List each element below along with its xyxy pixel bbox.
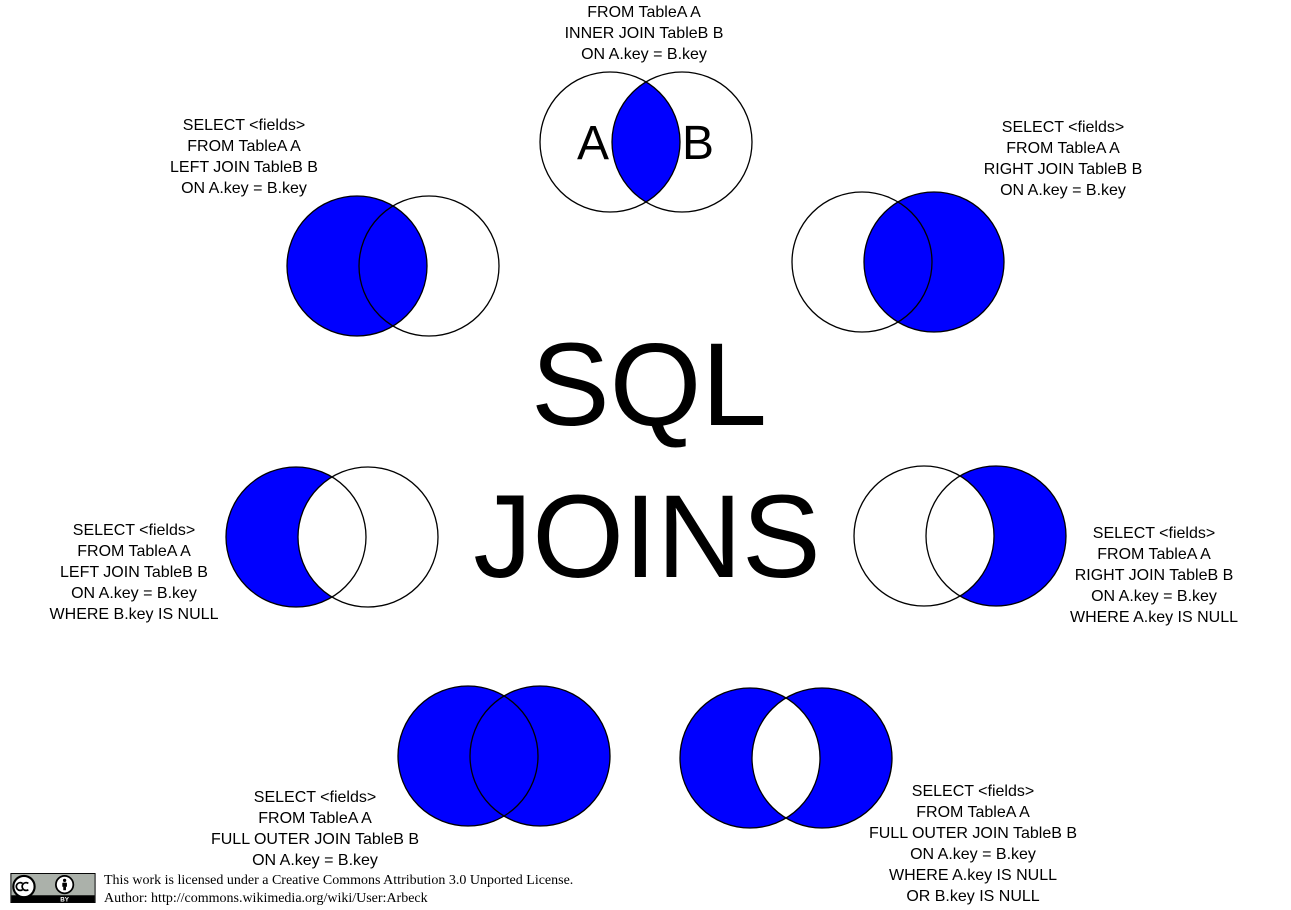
query-line: FROM TableA A (258, 810, 372, 827)
full-outer-join-query: SELECT <fields> FROM TableA A FULL OUTER… (185, 787, 445, 871)
query-line: FROM TableA A (916, 804, 1030, 821)
query-line: SELECT <fields> (911, 783, 1035, 800)
cc-icon (12, 874, 36, 899)
cc-by-badge[interactable]: BY (9, 873, 97, 903)
left-join-exclusive-query: SELECT <fields> FROM TableA A LEFT JOIN … (24, 520, 244, 625)
query-line: ON A.key = B.key (1091, 588, 1217, 605)
query-line: LEFT JOIN TableB B (170, 159, 318, 176)
table-a-circle (225, 466, 367, 608)
query-line: ON A.key = B.key (252, 852, 378, 869)
table-b-circle (469, 685, 611, 827)
table-a-circle (539, 71, 681, 213)
query-line: FROM TableA A (187, 138, 301, 155)
title-sql: SQL (530, 319, 768, 451)
author-line: Author: http://commons.wikimedia.org/wik… (104, 891, 428, 906)
table-a-fill (287, 196, 427, 336)
right-join-venn (791, 191, 1005, 333)
right-join-exclusive-venn (853, 465, 1067, 607)
table-b-circle (358, 195, 500, 337)
query-line: ON A.key = B.key (581, 46, 707, 63)
query-line: ON A.key = B.key (910, 846, 1036, 863)
table-a-only-fill (226, 467, 366, 607)
title-joins: JOINS (473, 471, 821, 603)
query-line: SELECT <fields> (253, 789, 377, 806)
query-line: ON A.key = B.key (71, 585, 197, 602)
query-line: WHERE A.key IS NULL (1069, 609, 1239, 626)
query-line: SELECT <fields> (1001, 119, 1125, 136)
table-b-only-fill (752, 688, 892, 828)
table-b-only-fill (926, 466, 1066, 606)
full-outer-join-exclusive-query: SELECT <fields> FROM TableA A FULL OUTER… (843, 781, 1103, 907)
table-b-fill (470, 686, 610, 826)
right-join-query: SELECT <fields> FROM TableA A RIGHT JOIN… (963, 117, 1163, 201)
query-line: WHERE B.key IS NULL (49, 606, 219, 623)
table-b-circle (297, 466, 439, 608)
left-join-query: SELECT <fields> FROM TableA A LEFT JOIN … (144, 115, 344, 199)
table-a-only-fill (680, 688, 820, 828)
by-badge-label: BY (60, 896, 70, 903)
inner-join-query: FROM TableA A INNER JOIN TableB B ON A.k… (544, 2, 744, 65)
right-join-exclusive-query: SELECT <fields> FROM TableA A RIGHT JOIN… (1044, 523, 1264, 628)
table-a-circle (679, 687, 821, 829)
license-notice: This work is licensed under a Creative C… (104, 872, 573, 908)
left-join-venn (286, 195, 500, 337)
query-line: LEFT JOIN TableB B (60, 564, 208, 581)
table-a-circle (286, 195, 428, 337)
circle-label-a: A (577, 117, 609, 170)
query-line: ON A.key = B.key (1000, 182, 1126, 199)
query-line: RIGHT JOIN TableB B (1074, 567, 1234, 584)
query-line: OR B.key IS NULL (906, 888, 1040, 905)
by-person-icon (55, 875, 75, 895)
query-line: SELECT <fields> (182, 117, 306, 134)
table-a-circle (853, 465, 995, 607)
table-b-circle (863, 191, 1005, 333)
table-b-fill (864, 192, 1004, 332)
license-line: This work is licensed under a Creative C… (104, 873, 574, 888)
query-line: FROM TableA A (1097, 546, 1211, 563)
query-line: RIGHT JOIN TableB B (983, 161, 1143, 178)
table-b-circle (925, 465, 1067, 607)
circle-label-b: B (682, 117, 714, 170)
table-a-circle (791, 191, 933, 333)
table-b-circle (611, 71, 753, 213)
table-a-circle (397, 685, 539, 827)
intersection-fill (612, 81, 680, 203)
query-line: SELECT <fields> (72, 522, 196, 539)
query-line: FROM TableA A (1006, 140, 1120, 157)
left-join-exclusive-venn (225, 466, 439, 608)
full-outer-join-venn (397, 685, 611, 827)
query-line: FROM TableA A (587, 4, 701, 21)
table-b-circle (751, 687, 893, 829)
query-line: SELECT <fields> (1092, 525, 1216, 542)
full-outer-join-exclusive-venn (679, 687, 893, 829)
query-line: INNER JOIN TableB B (564, 25, 724, 42)
query-line: FULL OUTER JOIN TableB B (868, 825, 1078, 842)
query-line: FULL OUTER JOIN TableB B (210, 831, 420, 848)
query-line: FROM TableA A (77, 543, 191, 560)
query-line: WHERE A.key IS NULL (888, 867, 1058, 884)
query-line: ON A.key = B.key (181, 180, 307, 197)
